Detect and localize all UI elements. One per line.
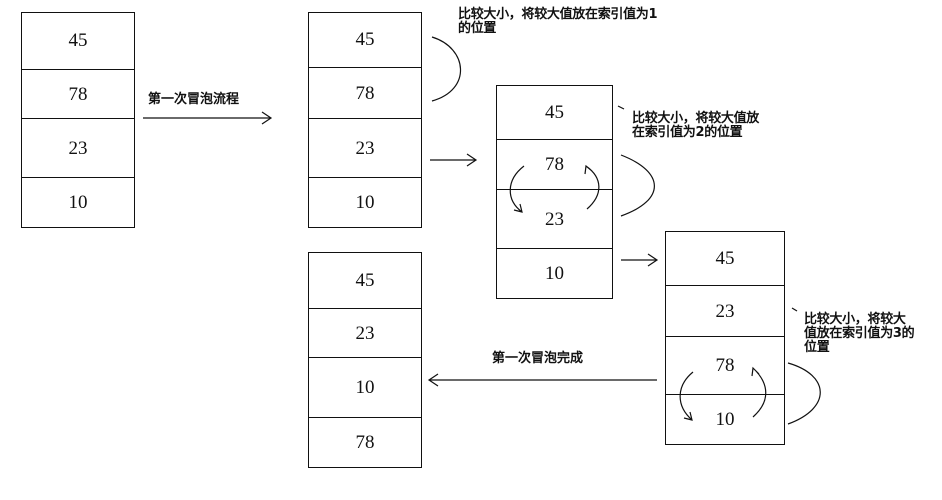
compare-note-1-line-1: 比较大小，将较大值放在索引值为1 xyxy=(458,7,658,22)
note-tick-2 xyxy=(617,105,625,110)
compare-note-2-line-2: 在索引值为2的位置 xyxy=(632,125,743,140)
bracket-curve-1 xyxy=(431,36,462,102)
arrow-flow-2 xyxy=(430,153,478,167)
compare-note-1: 比较大小，将较大值放在索引值为1 的位置 xyxy=(458,7,658,36)
note-tick-3 xyxy=(791,307,798,312)
arrow-flow-1 xyxy=(143,111,273,125)
cell-step2-0: 45 xyxy=(545,101,564,123)
compare-note-3-line-2: 值放在索引值为3的 xyxy=(804,326,915,341)
cell-step3-1: 23 xyxy=(666,285,784,337)
first-pass-done-label: 第一次冒泡完成 xyxy=(492,351,584,366)
cell-step3-3: 10 xyxy=(666,394,784,445)
cell-final-2: 10 xyxy=(309,357,421,418)
cell-initial-1: 78 xyxy=(22,69,134,119)
cell-step2-3: 10 xyxy=(497,248,612,299)
bracket-curve-2 xyxy=(620,154,655,217)
compare-note-3-line-3: 位置 xyxy=(804,340,830,355)
compare-note-3: 比较大小，将较大 值放在索引值为3的 位置 xyxy=(804,312,915,355)
cell-step1-3: 10 xyxy=(309,177,421,228)
arrow-flow-3 xyxy=(621,253,659,267)
column-step3: 45 23 78 10 xyxy=(665,231,785,445)
column-final: 45 23 10 78 xyxy=(308,252,422,468)
cell-initial-0: 45 xyxy=(68,30,88,51)
cell-step3-2: 78 xyxy=(666,336,784,395)
compare-note-2-line-1: 比较大小，将较大值放 xyxy=(632,111,760,126)
cell-final-0: 45 xyxy=(355,269,375,291)
cell-initial-2: 23 xyxy=(22,118,134,178)
compare-note-2: 比较大小，将较大值放 在索引值为2的位置 xyxy=(632,112,759,140)
cell-final-1: 23 xyxy=(309,308,421,358)
first-pass-flow-label: 第一次冒泡流程 xyxy=(148,92,240,107)
arrow-flow-4 xyxy=(427,373,657,387)
cell-step1-0: 45 xyxy=(355,29,375,50)
column-initial: 45 78 23 10 xyxy=(21,12,135,228)
compare-note-1-line-2: 的位置 xyxy=(458,21,497,36)
cell-final-3: 78 xyxy=(309,417,421,468)
cell-step1-2: 23 xyxy=(309,118,421,178)
cell-step3-0: 45 xyxy=(715,247,735,269)
compare-note-3-line-1: 比较大小，将较大 xyxy=(804,312,906,327)
column-step2: 45 78 23 10 xyxy=(496,85,613,299)
cell-step1-1: 78 xyxy=(309,67,421,119)
cell-step2-1: 78 xyxy=(497,139,612,190)
cell-step2-2: 23 xyxy=(497,189,612,249)
column-step1: 45 78 23 10 xyxy=(308,12,422,228)
bracket-curve-3 xyxy=(787,362,821,425)
cell-initial-3: 10 xyxy=(22,177,134,228)
